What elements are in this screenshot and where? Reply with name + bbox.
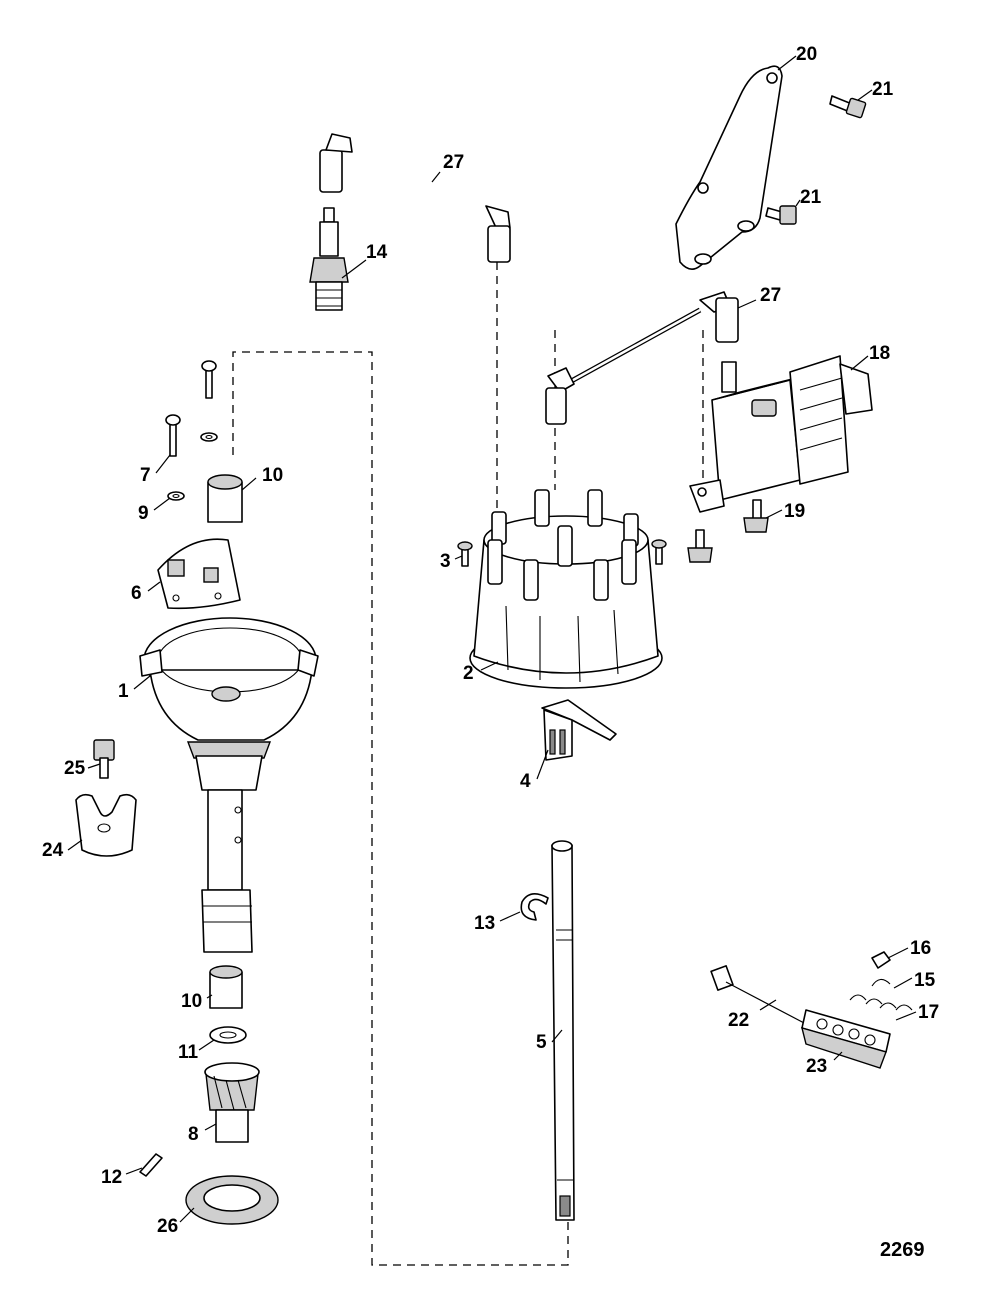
spark-plug [309, 207, 349, 311]
hold-down-clamp [75, 793, 137, 857]
callout-21-lower: 21 [800, 187, 822, 208]
callout-labels: 1 2 3 4 5 6 7 8 9 10 10 11 12 13 14 15 1… [42, 44, 939, 1237]
thrust-washer [209, 1026, 247, 1044]
callout-4: 4 [520, 771, 531, 792]
cap-screw-right [651, 539, 667, 565]
callout-9: 9 [138, 503, 149, 524]
cap-screw-left [457, 541, 473, 567]
pickup-screw-right [201, 360, 217, 399]
callout-6: 6 [131, 583, 142, 604]
ignition-coil [689, 355, 873, 513]
drive-gear [204, 1062, 260, 1143]
callout-19: 19 [784, 501, 805, 522]
spark-plug-wire-lower [545, 291, 739, 425]
callout-24: 24 [42, 840, 64, 861]
bolt-21-lower [765, 205, 797, 225]
clamp-bolt [93, 739, 115, 779]
distributor-cap [469, 489, 663, 689]
callout-25: 25 [64, 758, 86, 779]
callout-26: 26 [157, 1216, 178, 1237]
callout-17: 17 [918, 1002, 939, 1023]
shim-washer [185, 1175, 279, 1225]
callout-8: 8 [188, 1124, 199, 1145]
bushing-lower [209, 965, 243, 1009]
callout-15: 15 [914, 970, 936, 991]
callout-16: 16 [910, 938, 931, 959]
pickup-module [157, 538, 241, 610]
callout-18: 18 [869, 343, 890, 364]
wire-separator-block [801, 1009, 891, 1069]
callout-10-upper: 10 [262, 465, 283, 486]
retainer-clip-15 [871, 978, 891, 987]
washer-9-right [200, 432, 218, 442]
callout-1: 1 [118, 681, 129, 702]
callout-3: 3 [440, 551, 451, 572]
wire-separator-rod [710, 965, 807, 1025]
figure-number: 2269 [880, 1239, 925, 1261]
spark-plug-wire-upper [319, 133, 511, 263]
callout-2: 2 [463, 663, 474, 684]
bolt-21-upper [829, 95, 867, 119]
callout-22: 22 [728, 1010, 749, 1031]
coil-screw-left [687, 529, 713, 563]
wire-clips [849, 994, 913, 1011]
callout-5: 5 [536, 1032, 547, 1053]
callout-13: 13 [474, 913, 495, 934]
callout-11: 11 [178, 1042, 199, 1063]
washer-9-left [167, 491, 185, 501]
callout-20: 20 [796, 44, 817, 65]
coil-screw-right [743, 499, 769, 533]
callout-21-upper: 21 [872, 79, 894, 100]
callout-27-lower: 27 [760, 285, 781, 306]
roll-pin [139, 1153, 163, 1177]
rotor [541, 699, 617, 761]
callout-27-upper: 27 [443, 152, 464, 173]
callout-23: 23 [806, 1056, 827, 1077]
retainer-nut-16 [871, 951, 891, 969]
callout-leaders [67, 55, 917, 1223]
callout-14: 14 [366, 242, 388, 263]
e-clip [520, 893, 549, 921]
cap-terminals [487, 489, 639, 601]
distributor-shaft [551, 840, 575, 1221]
bushing-upper [207, 474, 243, 523]
callout-12: 12 [101, 1167, 122, 1188]
pickup-screw-left [165, 414, 181, 457]
callout-7: 7 [140, 465, 151, 486]
callout-10-lower: 10 [181, 991, 202, 1012]
mounting-bracket [675, 65, 783, 270]
distributor-housing [139, 617, 319, 953]
assembly-guide-lines [232, 262, 704, 1266]
